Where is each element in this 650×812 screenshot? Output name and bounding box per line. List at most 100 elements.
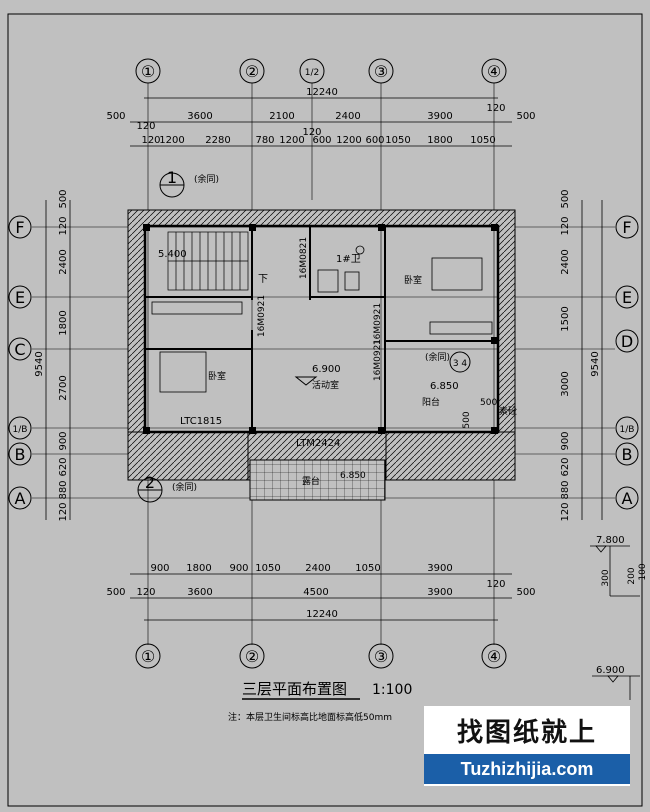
stair bbox=[167, 231, 249, 291]
svg-text:1050: 1050 bbox=[470, 135, 495, 146]
svg-text:620: 620 bbox=[58, 457, 69, 476]
svg-text:1050: 1050 bbox=[255, 563, 280, 574]
svg-text:2400: 2400 bbox=[58, 249, 69, 274]
svg-text:2700: 2700 bbox=[58, 375, 69, 400]
svg-text:120: 120 bbox=[58, 502, 69, 521]
svg-text:F: F bbox=[15, 218, 24, 237]
bath-fixtures bbox=[317, 245, 365, 293]
svg-text:900: 900 bbox=[229, 563, 248, 574]
terrace-elev: 6.850 bbox=[340, 471, 366, 481]
svg-text:3600: 3600 bbox=[187, 587, 212, 598]
axis-top-2: ② bbox=[245, 62, 259, 81]
svg-text:E: E bbox=[622, 288, 632, 307]
svg-text:2280: 2280 bbox=[205, 135, 230, 146]
svg-text:1/B: 1/B bbox=[13, 425, 28, 435]
axis-top-4: ④ bbox=[487, 62, 501, 81]
stair-down-label: 下 bbox=[258, 274, 268, 285]
structural-columns bbox=[143, 224, 498, 434]
detail-1-num: 1 bbox=[167, 168, 177, 187]
sink-label: 素砼 bbox=[499, 405, 517, 417]
drawing-scale: 1:100 bbox=[372, 682, 412, 698]
svg-text:②: ② bbox=[245, 647, 259, 666]
svg-text:E: E bbox=[15, 288, 25, 307]
activity-elev: 6.900 bbox=[312, 364, 341, 375]
sheet-frame bbox=[7, 13, 643, 807]
svg-text:2100: 2100 bbox=[269, 111, 294, 122]
svg-text:500: 500 bbox=[516, 111, 535, 122]
svg-text:3000: 3000 bbox=[560, 371, 571, 396]
svg-text:1050: 1050 bbox=[355, 563, 380, 574]
detail-1-ref: (余同) bbox=[194, 173, 219, 185]
svg-text:F: F bbox=[622, 218, 631, 237]
watermark-url: Tuzhizhijia.com bbox=[424, 754, 630, 784]
svg-text:2400: 2400 bbox=[560, 249, 571, 274]
axis-top-3: ③ bbox=[374, 62, 388, 81]
svg-text:1800: 1800 bbox=[427, 135, 452, 146]
svg-text:3600: 3600 bbox=[187, 111, 212, 122]
svg-text:1200: 1200 bbox=[336, 135, 361, 146]
svg-text:120: 120 bbox=[486, 103, 505, 114]
section-detail-1 bbox=[590, 545, 640, 597]
svg-text:880: 880 bbox=[58, 480, 69, 499]
svg-text:120: 120 bbox=[560, 216, 571, 235]
svg-text:900: 900 bbox=[58, 431, 69, 450]
svg-text:3900: 3900 bbox=[427, 563, 452, 574]
detail-2-ref: (余同) bbox=[172, 481, 197, 493]
bottom-row2-dims: 500 120 3600 4500 3900 120 500 bbox=[106, 579, 535, 598]
window-label: LTC1815 bbox=[180, 416, 222, 427]
svg-text:120: 120 bbox=[141, 135, 160, 146]
right-axis-bubbles: F E D 1/B B A bbox=[615, 215, 639, 510]
door-bed2-label: 16M0921 bbox=[373, 339, 383, 381]
door-bath-label: 16M0821 bbox=[299, 237, 309, 279]
svg-text:500: 500 bbox=[516, 587, 535, 598]
svg-text:1800: 1800 bbox=[186, 563, 211, 574]
svg-text:9540: 9540 bbox=[34, 351, 45, 376]
terrace-tiles bbox=[249, 459, 386, 501]
right-dims: 500 120 2400 1500 3000 900 620 880 120 9… bbox=[560, 189, 601, 521]
svg-text:1800: 1800 bbox=[58, 310, 69, 335]
svg-text:120: 120 bbox=[136, 121, 155, 132]
svg-text:3900: 3900 bbox=[427, 587, 452, 598]
axis-top-1-2: 1/2 bbox=[305, 68, 319, 78]
svg-text:④: ④ bbox=[487, 647, 501, 666]
detail-2-num: 2 bbox=[145, 473, 155, 492]
section-2-top: 6.900 bbox=[596, 665, 625, 676]
svg-text:120: 120 bbox=[302, 127, 321, 138]
svg-text:A: A bbox=[622, 489, 633, 508]
svg-text:600: 600 bbox=[365, 135, 384, 146]
svg-text:9540: 9540 bbox=[590, 351, 601, 376]
bottom-dim-lines bbox=[130, 573, 512, 621]
svg-text:4500: 4500 bbox=[303, 587, 328, 598]
left-dims: 500 2400 1800 2700 900 620 880 120 9540 … bbox=[34, 189, 69, 521]
activity-elev-mark bbox=[294, 376, 318, 386]
svg-text:900: 900 bbox=[150, 563, 169, 574]
bedroom-furniture bbox=[151, 257, 493, 393]
svg-text:D: D bbox=[621, 332, 633, 351]
door-bed1-label: 16M0921 bbox=[257, 295, 267, 337]
balcony-label: 阳台 bbox=[422, 396, 440, 408]
top-row2-dims: 120 1200 2280 780 1200 600 1200 600 1050… bbox=[141, 127, 495, 146]
drawing-note: 注：本层卫生间标高比地面标高低50mm bbox=[228, 711, 392, 723]
svg-text:620: 620 bbox=[560, 457, 571, 476]
svg-text:1500: 1500 bbox=[560, 306, 571, 331]
svg-text:780: 780 bbox=[255, 135, 274, 146]
left-dim-lines bbox=[45, 200, 71, 520]
bedroom-label-2: 卧室 bbox=[208, 370, 226, 382]
svg-text:120: 120 bbox=[560, 502, 571, 521]
activity-label: 活动室 bbox=[312, 379, 339, 391]
section-detail-2 bbox=[592, 675, 640, 700]
svg-text:880: 880 bbox=[560, 480, 571, 499]
bottom-total-dim: 12240 bbox=[306, 609, 338, 620]
svg-text:500: 500 bbox=[560, 189, 571, 208]
terrace-label: 露台 bbox=[302, 475, 320, 487]
stair-elevation: 5.400 bbox=[158, 249, 187, 260]
svg-text:B: B bbox=[15, 445, 26, 464]
svg-text:500: 500 bbox=[58, 189, 69, 208]
svg-text:C: C bbox=[14, 340, 25, 359]
axis-top-1: ① bbox=[141, 62, 155, 81]
svg-text:2400: 2400 bbox=[305, 563, 330, 574]
watermark-cn: 找图纸就上 bbox=[456, 718, 597, 748]
roof-eave-band bbox=[127, 209, 516, 481]
bottom-row1-dims: 900 1800 900 1050 2400 1050 3900 bbox=[150, 563, 452, 574]
